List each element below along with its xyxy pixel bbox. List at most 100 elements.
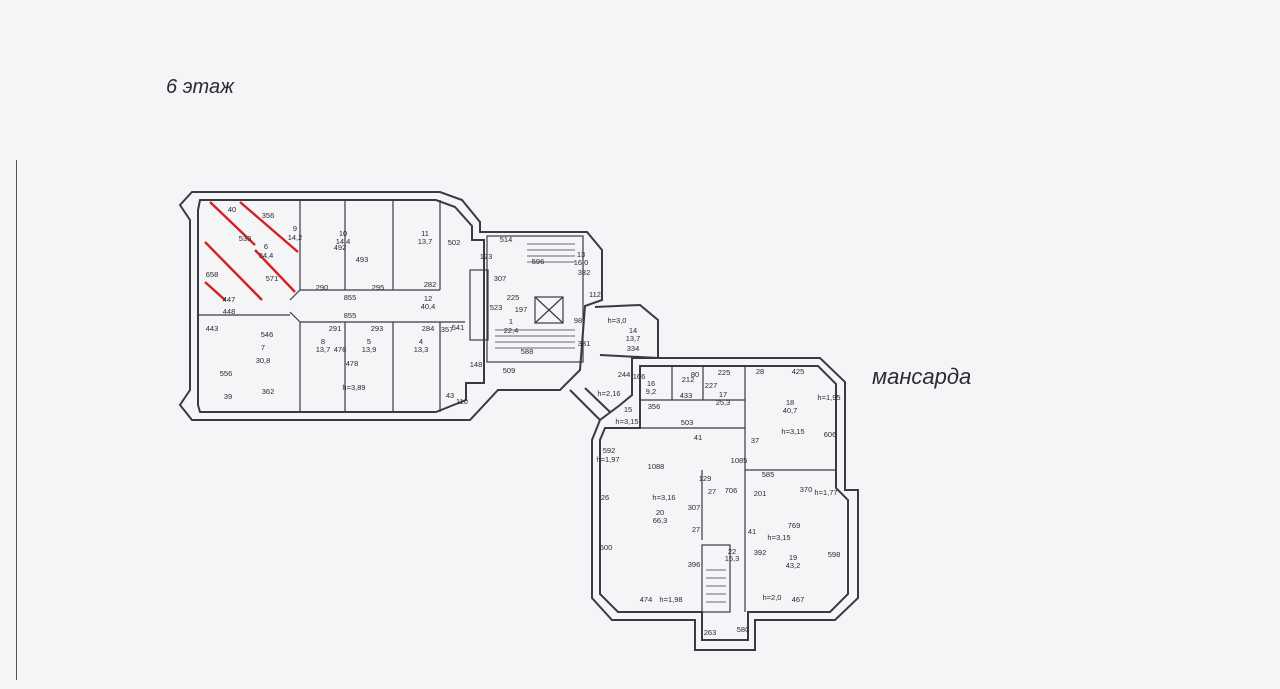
plan-label: 12 (424, 294, 432, 303)
plan-label: 110 (456, 397, 468, 406)
plan-label: 34,4 (259, 251, 274, 260)
attic-title: мансарда (872, 364, 972, 389)
plan-label: 14,4 (336, 237, 351, 246)
plan-label: 425 (792, 367, 805, 376)
stair-core (486, 235, 584, 363)
plan-label: 476 (334, 345, 347, 354)
plan-label: 15 (624, 405, 632, 414)
plan-label: 27 (708, 487, 716, 496)
plan-label: 474 (640, 595, 653, 604)
plan-label: h=3,89 (342, 383, 365, 392)
plan-label: 580 (737, 625, 750, 634)
plan-label: 14,2 (288, 233, 303, 242)
plan-label: 331 (578, 339, 591, 348)
plan-label: 263 (704, 628, 717, 637)
plan-label: 290 (316, 283, 329, 292)
plan-label: 148 (470, 360, 483, 369)
plan-label: 8 (321, 337, 325, 346)
plan-label: 7 (261, 343, 265, 352)
plan-label: 556 (220, 369, 233, 378)
plan-label: 66,3 (653, 516, 668, 525)
plan-label: 13,7 (316, 345, 331, 354)
plan-label: 225 (718, 368, 731, 377)
plan-label: 448 (223, 307, 236, 316)
lift-shaft (534, 296, 564, 324)
plan-label: h=1,97 (596, 455, 619, 464)
partition (289, 289, 301, 301)
plan-label: 123 (480, 252, 493, 261)
plan-label: 598 (828, 550, 841, 559)
plan-label: 307 (494, 274, 507, 283)
plan-label: 10 (339, 229, 347, 238)
plan-label: 13,7 (626, 334, 641, 343)
plan-label: h=1,98 (659, 595, 682, 604)
plan-label: 40 (228, 205, 236, 214)
plan-label: 1088 (648, 462, 665, 471)
plan-label: 40,4 (421, 302, 436, 311)
plan-label: 166 (633, 372, 646, 381)
plan-label: 41 (694, 433, 702, 442)
plan-label: 362 (262, 387, 275, 396)
plan-label: 37 (751, 436, 759, 445)
left-wing-outer-wall (178, 191, 603, 421)
left-wing-inner-wall (197, 199, 485, 413)
plan-label: 592 (603, 446, 616, 455)
plan-label: 356 (262, 211, 275, 220)
plan-label: 284 (422, 324, 435, 333)
plan-label: 370 (800, 485, 813, 494)
wc-block (469, 269, 489, 341)
plan-label: 571 (266, 274, 279, 283)
plan-label: 523 (490, 303, 503, 312)
plan-label: h=1,95 (817, 393, 840, 402)
plan-label: 769 (788, 521, 801, 530)
plan-label: 392 (754, 548, 767, 557)
plan-label: 855 (344, 311, 357, 320)
plan-label: 291 (329, 324, 342, 333)
plan-label: 20 (656, 508, 664, 517)
plan-label: 5 (367, 337, 371, 346)
plan-label: h=3,15 (767, 533, 790, 542)
plan-label: 13 (577, 250, 585, 259)
plan-label: 478 (346, 359, 359, 368)
plan-label: 443 (206, 324, 219, 333)
plan-label: 606 (824, 430, 837, 439)
plan-label: 22,4 (504, 326, 519, 335)
sheet-edge-line (16, 160, 17, 680)
plan-label: 447 (223, 295, 236, 304)
plan-label: 334 (627, 344, 640, 353)
attic-inner-wall (599, 365, 849, 641)
plan-label: 19 (789, 553, 797, 562)
plan-label: 585 (762, 470, 775, 479)
plan-label: 225 (507, 293, 520, 302)
plan-label: 244 (618, 370, 631, 379)
plan-label: 433 (680, 391, 693, 400)
partition (289, 311, 301, 323)
plan-label: h=2,0 (763, 593, 782, 602)
plan-label: 13,9 (362, 345, 377, 354)
connector-wall (569, 387, 611, 421)
plan-label: 588 (521, 347, 534, 356)
plan-label: 332 (578, 268, 591, 277)
plan-label: 4 (419, 337, 423, 346)
plan-label: 16 (647, 379, 655, 388)
floor-title: 6 этаж (166, 76, 234, 98)
plan-label: 112 (589, 290, 601, 299)
plan-label: 14 (629, 326, 637, 335)
plan-label: 9,2 (646, 387, 656, 396)
plan-label: 22 (728, 547, 736, 556)
plan-label: 39 (224, 392, 232, 401)
plan-label: 600 (600, 543, 613, 552)
plan-label: 9 (293, 224, 297, 233)
plan-label: 201 (754, 489, 767, 498)
plan-label: 493 (356, 255, 369, 264)
plan-label: 492 (334, 243, 347, 252)
plan-label: 25,3 (716, 398, 731, 407)
plan-label: 514 (500, 235, 513, 244)
stair-22 (701, 544, 731, 613)
attic-outer-wall (591, 357, 859, 651)
plan-label: 98 (574, 316, 582, 325)
plan-label: h=3,15 (615, 417, 638, 426)
room-6-hatch (204, 201, 299, 301)
